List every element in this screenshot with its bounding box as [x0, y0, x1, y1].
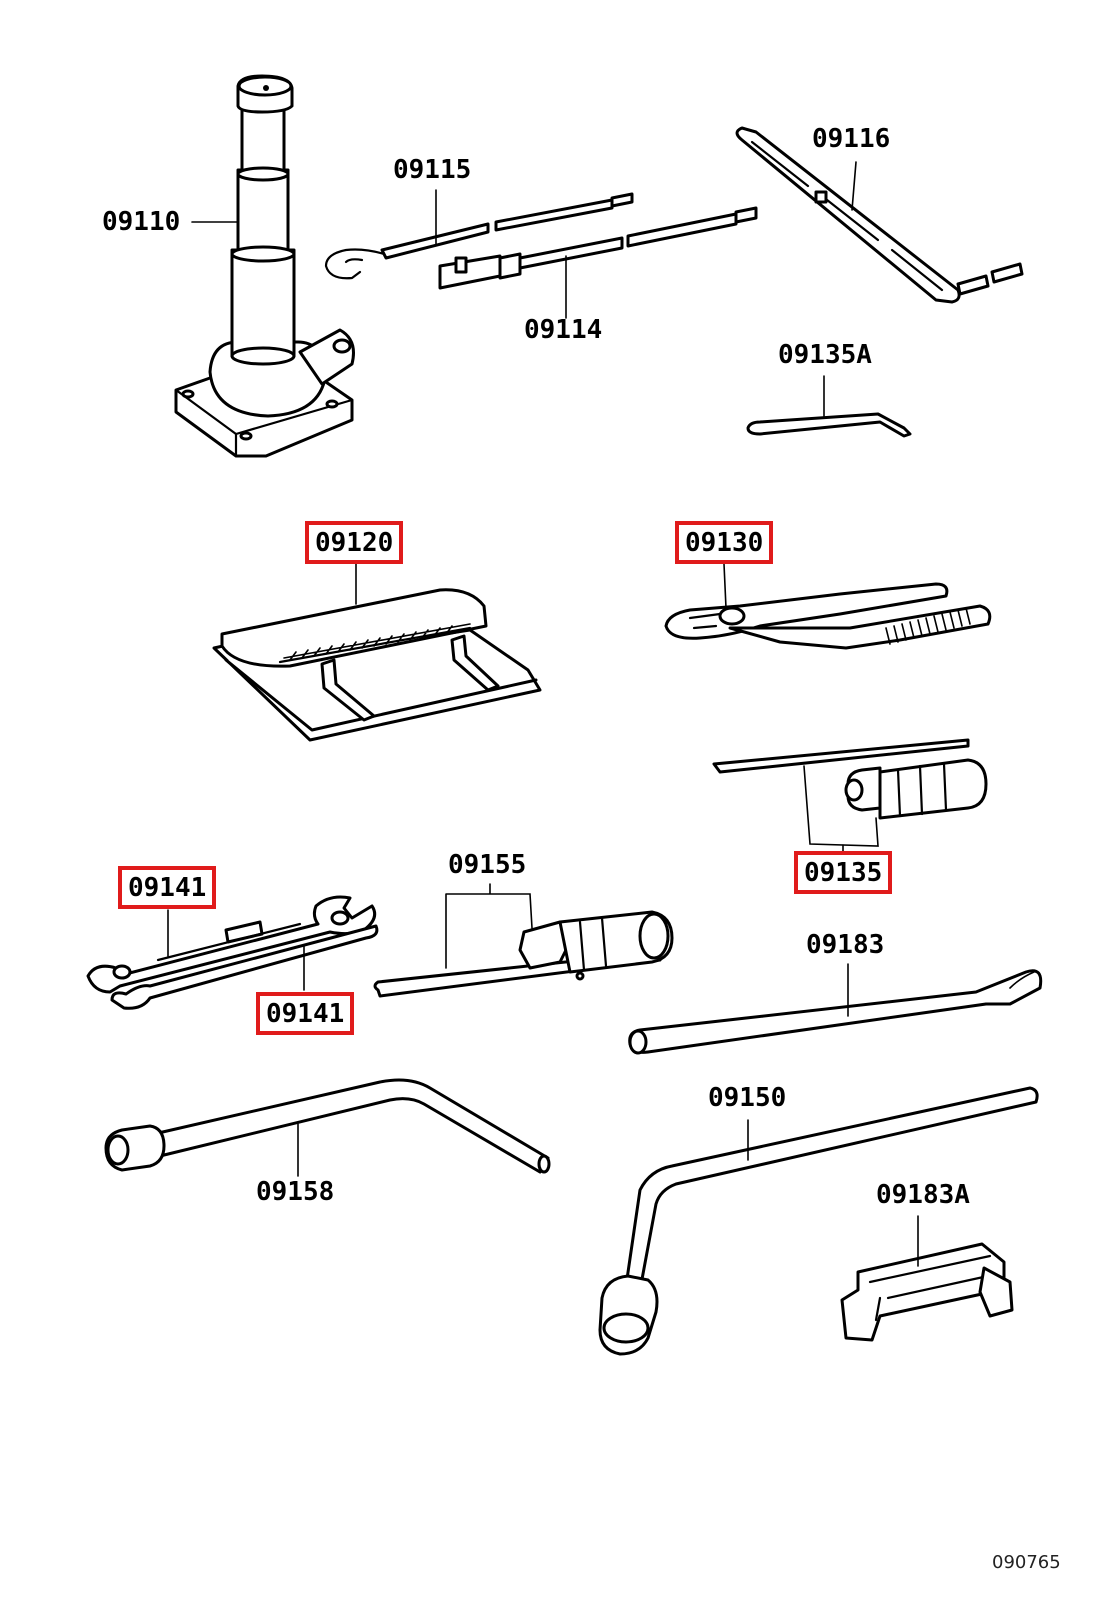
- clip-bracket-drawing: [840, 1242, 1014, 1342]
- pliers-drawing: [664, 582, 992, 650]
- part-label-wrench-bottom[interactable]: 09141: [256, 992, 355, 1035]
- extension-drawing: [438, 206, 758, 290]
- leader-lines: [167, 161, 919, 1267]
- pry-bar-drawing: [628, 969, 1043, 1055]
- hook-handle-drawing: [324, 192, 634, 280]
- part-label-jack-handle-extension[interactable]: 09114: [524, 315, 603, 345]
- figure-code: 090765: [992, 1552, 1061, 1573]
- part-label-clip-bracket[interactable]: 09183A: [876, 1180, 970, 1210]
- part-label-screwdriver[interactable]: 09135: [794, 851, 893, 894]
- part-label-jack-handle-bar[interactable]: 09116: [812, 124, 891, 154]
- part-label-spark-plug-wrench[interactable]: 09155: [448, 850, 527, 880]
- part-label-lug-wrench-l[interactable]: 09150: [708, 1083, 787, 1113]
- spark-plug-wrench-drawing: [373, 910, 674, 998]
- part-label-pliers[interactable]: 09130: [675, 521, 774, 564]
- screwdriver-drawing: [712, 738, 988, 853]
- part-label-lug-wrench-bent[interactable]: 09158: [256, 1177, 335, 1207]
- part-label-pry-bar[interactable]: 09183: [806, 930, 885, 960]
- jack-drawing: [174, 74, 355, 458]
- part-label-tool-bag[interactable]: 09120: [305, 521, 404, 564]
- part-label-jack[interactable]: 09110: [102, 207, 181, 237]
- small-blade-drawing: [746, 412, 912, 438]
- part-label-wrench-top[interactable]: 09141: [118, 866, 217, 909]
- part-label-jack-handle-hook[interactable]: 09115: [393, 155, 472, 185]
- part-label-screwdriver-blade-small[interactable]: 09135A: [778, 340, 872, 370]
- bar-handle-drawing: [735, 126, 1024, 304]
- tool-bag-drawing: [212, 588, 542, 742]
- bent-lug-wrench-drawing: [104, 1078, 551, 1174]
- wrench-drawing: [86, 895, 379, 1010]
- l-lug-wrench-drawing: [598, 1086, 1039, 1356]
